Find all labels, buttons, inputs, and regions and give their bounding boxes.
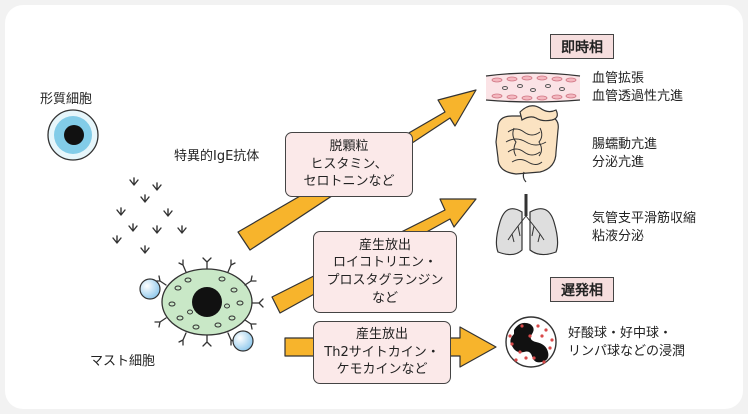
antibody-icon [112,177,187,254]
effect-line: 分泌亢進 [592,154,645,170]
box-line: 産生放出 [355,327,408,343]
lipid-mediator-box: 産生放出 ロイコトリエン・ プロスタグランジン など [313,231,457,313]
plasma-cell-label: 形質細胞 [40,92,93,107]
specific-ige-label: 特異的IgE抗体 [174,149,260,164]
effect-line: 血管透過性亢進 [592,88,684,104]
mast-cell-icon [139,257,264,352]
box-line: 産生放出 [358,237,411,253]
late-phase-header: 遅発相 [550,277,614,302]
box-line: など [371,290,398,306]
mast-cell-label: マスト細胞 [90,354,156,369]
box-line: 脱顆粒 [329,139,369,155]
plasma-cell-icon [47,109,99,161]
immediate-phase-header: 即時相 [550,34,614,59]
effect-line: 気管支平滑筋収縮 [592,211,697,226]
lung-effects: 気管支平滑筋収縮 粘液分泌 [592,210,696,245]
box-line: ヒスタミン、 [310,156,388,172]
box-line: Th2サイトカイン・ [324,344,440,360]
effect-line: リンパ球などの浸潤 [568,343,686,359]
lungs-icon [495,194,559,256]
box-line: ケモカインなど [336,362,428,378]
intestine-icon [495,105,559,183]
blood-vessel-icon [485,72,581,103]
box-line: プロスタグランジン [326,273,444,288]
leukocyte-icon [505,316,557,368]
box-line: ロイコトリエン・ [332,255,437,271]
effect-line: 血管拡張 [592,71,645,86]
intestine-effects: 腸蠕動亢進 分泌亢進 [592,136,657,171]
effect-line: 粘液分泌 [592,228,645,244]
box-line: セロトニンなど [303,174,395,190]
cytokine-box: 産生放出 Th2サイトカイン・ ケモカインなど [313,321,451,384]
leukocyte-effects: 好酸球・好中球・ リンパ球などの浸潤 [568,325,685,360]
vessel-effects: 血管拡張 血管透過性亢進 [592,70,683,105]
effect-line: 腸蠕動亢進 [592,137,658,152]
degranulation-box: 脱顆粒 ヒスタミン、 セロトニンなど [285,132,413,197]
effect-line: 好酸球・好中球・ [568,326,673,341]
